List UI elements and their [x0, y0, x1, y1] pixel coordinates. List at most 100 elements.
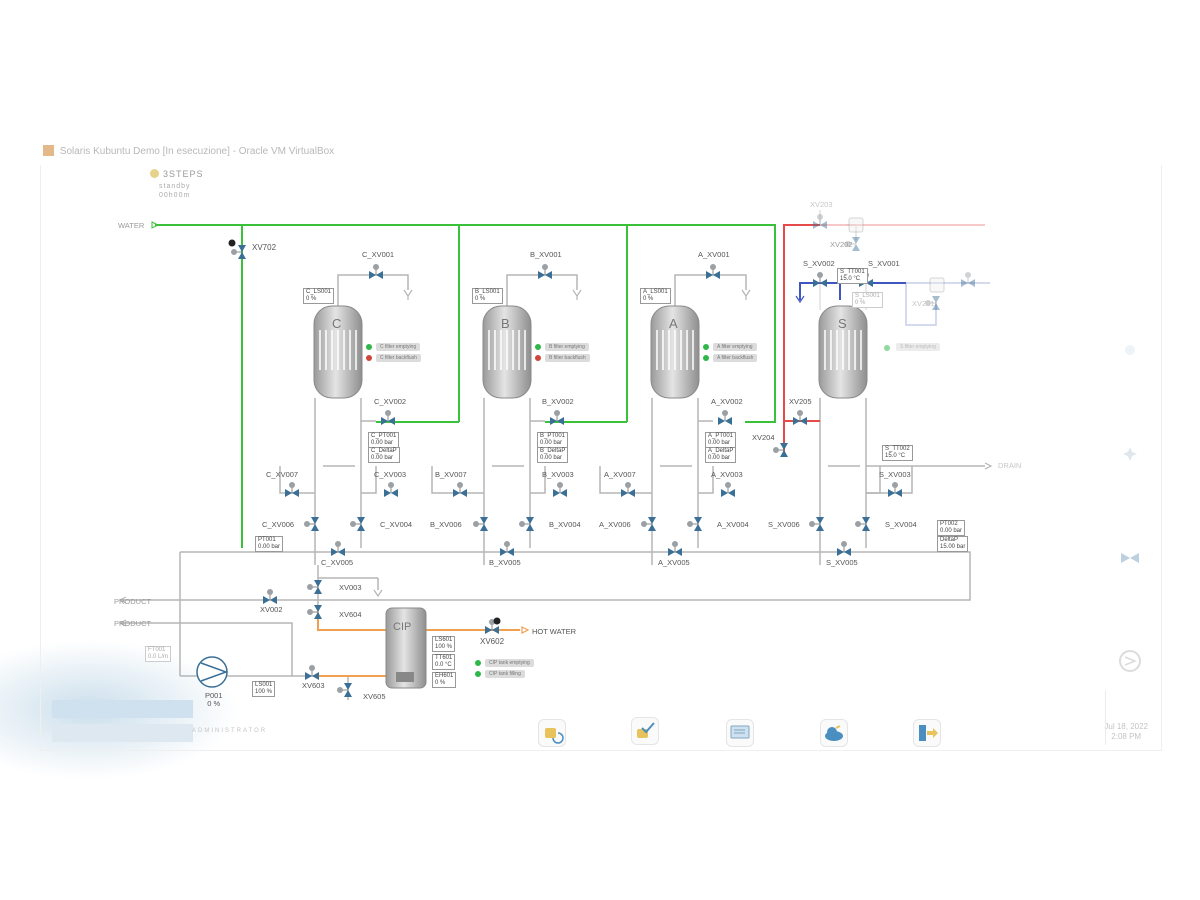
- cip-emptying-led: [475, 660, 481, 666]
- s-xv001-label[interactable]: S_XV001: [868, 259, 900, 268]
- xv201-label[interactable]: XV201: [912, 299, 935, 308]
- a-xv005-label[interactable]: A_XV005: [658, 558, 690, 567]
- xv204-label[interactable]: XV204: [752, 433, 775, 442]
- s-emptying-led: [884, 345, 890, 351]
- c-xv003-label[interactable]: C_XV003: [374, 470, 407, 479]
- xv002-label[interactable]: XV002: [260, 605, 283, 614]
- b-xv006-label[interactable]: B_XV006: [430, 520, 462, 529]
- datetime-display: Jul 18, 2022 2:08 PM: [1104, 722, 1148, 742]
- product-in-label: PRODUCT: [114, 619, 152, 628]
- b-xv001-label[interactable]: B_XV001: [530, 250, 562, 259]
- virtualbox-icon: [43, 145, 54, 156]
- cip-filling-status: CIP tank filling: [485, 670, 525, 678]
- a-xv007-label[interactable]: A_XV007: [604, 470, 636, 479]
- s-xv005-label[interactable]: S_XV005: [826, 558, 858, 567]
- notification-banner[interactable]: [52, 700, 193, 718]
- a-xv006-label[interactable]: A_XV006: [599, 520, 631, 529]
- a-xv002-label[interactable]: A_XV002: [711, 397, 743, 406]
- c-xv001-label[interactable]: C_XV001: [362, 250, 395, 259]
- b-xv007-label[interactable]: B_XV007: [435, 470, 467, 479]
- fan-icon[interactable]: [1120, 444, 1140, 464]
- refresh-icon: [545, 728, 564, 744]
- refresh-button[interactable]: [538, 719, 566, 747]
- xv003-label[interactable]: XV003: [339, 583, 362, 592]
- window-title: Solaris Kubuntu Demo [In esecuzione] - O…: [59, 146, 335, 157]
- logout-icon: [919, 725, 938, 741]
- approve-button[interactable]: [631, 717, 659, 745]
- xv605-label[interactable]: XV605: [363, 692, 386, 701]
- a-xv001-label[interactable]: A_XV001: [698, 250, 730, 259]
- a-emptying-status: A filter emptying: [713, 343, 757, 351]
- logout-button[interactable]: [913, 719, 941, 747]
- status-text: standby 00h00m: [159, 182, 191, 200]
- cloud-button[interactable]: [820, 719, 848, 747]
- b-emptying-status: B filter emptying: [545, 343, 589, 351]
- s-xv006-label[interactable]: S_XV006: [768, 520, 800, 529]
- valve-icon[interactable]: [1118, 548, 1142, 568]
- steps-indicator: 3STEPS: [150, 169, 204, 179]
- a-emptying-led: [703, 344, 709, 350]
- pump-icon[interactable]: [1117, 648, 1143, 674]
- c-xv004-label[interactable]: C_XV004: [380, 520, 413, 529]
- a-backflush-led: [703, 355, 709, 361]
- cip-tank-label: CIP: [393, 621, 412, 633]
- c-xv007-label[interactable]: C_XV007: [266, 470, 299, 479]
- b-xv003-label[interactable]: B_XV003: [542, 470, 574, 479]
- xv702-label[interactable]: XV702: [252, 243, 277, 252]
- sidebar-icon-1[interactable]: [1120, 340, 1140, 360]
- xv603-label[interactable]: XV603: [302, 681, 325, 690]
- xv203-label[interactable]: XV203: [810, 200, 833, 209]
- tank-b-label: B: [501, 316, 510, 331]
- check-icon: [637, 722, 655, 738]
- xv602-label[interactable]: XV602: [480, 637, 505, 646]
- s-xv002-label[interactable]: S_XV002: [803, 259, 835, 268]
- b-xv002-label[interactable]: B_XV002: [542, 397, 574, 406]
- c-xv005-label[interactable]: C_XV005: [321, 558, 354, 567]
- water-inlet-label: WATER: [118, 221, 145, 230]
- drain-label: DRAIN: [998, 461, 1022, 470]
- notification-banner-secondary[interactable]: [52, 724, 193, 742]
- a-xv003-label[interactable]: A_XV003: [711, 470, 743, 479]
- xv202-label[interactable]: XV202: [830, 240, 853, 249]
- elapsed-time: 00h00m: [159, 192, 191, 199]
- monitor-button[interactable]: [726, 719, 754, 747]
- s-xv003-label[interactable]: S_XV003: [879, 470, 911, 479]
- s-emptying-status: S filter emptying: [896, 343, 940, 351]
- b-xv005-label[interactable]: B_XV005: [489, 558, 521, 567]
- xv205-label[interactable]: XV205: [789, 397, 812, 406]
- c-xv002-label[interactable]: C_XV002: [374, 397, 407, 406]
- sidebar-divider: [1105, 690, 1106, 745]
- monitor-icon: [730, 725, 750, 739]
- cloud-icon: [825, 725, 843, 741]
- b-xv004-label[interactable]: B_XV004: [549, 520, 581, 529]
- c-backflush-status: C filter backflush: [376, 354, 421, 362]
- product-out-label: PRODUCT: [114, 597, 152, 606]
- tank-c-label: C: [332, 316, 342, 331]
- a-xv004-label[interactable]: A_XV004: [717, 520, 749, 529]
- hot-water-label: HOT WATER: [532, 627, 577, 636]
- c-emptying-led: [366, 344, 372, 350]
- status-dot-icon: [150, 169, 159, 178]
- xv604-label[interactable]: XV604: [339, 610, 362, 619]
- s-xv004-label[interactable]: S_XV004: [885, 520, 917, 529]
- c-xv006-label[interactable]: C_XV006: [262, 520, 295, 529]
